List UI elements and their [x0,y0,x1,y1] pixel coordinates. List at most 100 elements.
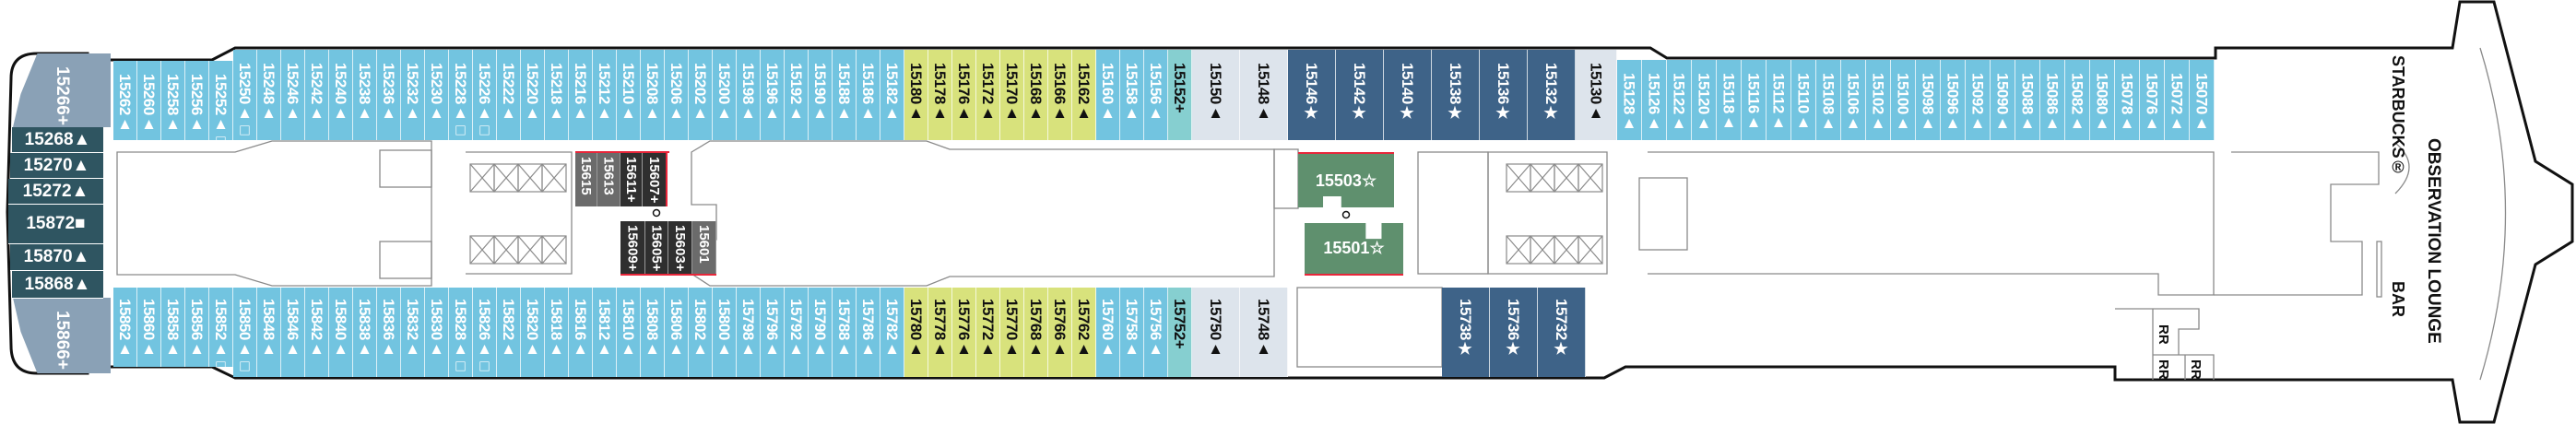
cabin-15208[interactable]: 15208▲ [641,50,665,140]
cabin-15190[interactable]: 15190▲ [809,50,833,140]
cabin-15170[interactable]: 15170▲ [1000,50,1024,140]
cabin-15856[interactable]: 15856▲ [185,288,209,367]
cabin-15790[interactable]: 15790▲ [809,288,833,377]
cabin-15607[interactable]: 15607+ [643,153,668,206]
cabin-15080[interactable]: 15080▲ [2090,60,2115,140]
cabin-15828[interactable]: 15828▲□ [449,288,473,377]
cabin-15090[interactable]: 15090▲ [1991,60,2015,140]
cabin-15796[interactable]: 15796▲ [761,288,785,377]
cabin-15230[interactable]: 15230▲ [425,50,449,140]
cabin-15200[interactable]: 15200▲ [713,50,737,140]
cabin-15176[interactable]: 15176▲ [952,50,976,140]
cabin-15096[interactable]: 15096▲ [1941,60,1966,140]
cabin-15802[interactable]: 15802▲ [689,288,713,377]
cabin-15102[interactable]: 15102▲ [1866,60,1891,140]
cabin-15788[interactable]: 15788▲ [833,288,857,377]
cabin-15780[interactable]: 15780▲ [904,288,928,377]
cabin-15112[interactable]: 15112▲ [1767,60,1791,140]
cabin-15601[interactable]: 15601 [692,221,716,274]
cabin-15196[interactable]: 15196▲ [761,50,785,140]
cabin-15768[interactable]: 15768▲ [1024,288,1048,377]
cabin-15736[interactable]: 15736★ [1490,288,1538,377]
cabin-15248[interactable]: 15248▲ [257,50,281,140]
suite-15503[interactable]: 15503☆ [1298,152,1394,207]
cabin-15782[interactable]: 15782▲ [880,288,904,377]
cabin-15242[interactable]: 15242▲ [305,50,329,140]
cabin-15603[interactable]: 15603+ [668,221,692,274]
cabin-15122[interactable]: 15122▲ [1667,60,1692,140]
cabin-15106[interactable]: 15106▲ [1841,60,1866,140]
cabin-15152[interactable]: 15152+ [1168,50,1192,140]
cabin-15110[interactable]: 15110▲ [1791,60,1816,140]
cabin-15786[interactable]: 15786▲ [857,288,880,377]
cabin-15766[interactable]: 15766▲ [1048,288,1072,377]
cabin-15862[interactable]: 15862▲ [113,288,137,367]
observation-lounge-label[interactable]: OBSERVATION LOUNGE [2424,138,2443,344]
cabin-15748[interactable]: 15748▲ [1240,288,1288,377]
cabin-15258[interactable]: 15258▲ [161,61,185,140]
cabin-15848[interactable]: 15848▲ [257,288,281,377]
cabin-15132[interactable]: 15132★ [1528,50,1576,140]
cabin-15770[interactable]: 15770▲ [1000,288,1024,377]
cabin-15818[interactable]: 15818▲ [545,288,569,377]
cabin-15262[interactable]: 15262▲ [113,61,137,140]
cabin-15609[interactable]: 15609+ [620,221,645,274]
cabin-15172[interactable]: 15172▲ [976,50,1000,140]
restroom-label[interactable]: RR [2156,324,2171,345]
cabin-15088[interactable]: 15088▲ [2015,60,2040,140]
cabin-15750[interactable]: 15750▲ [1192,288,1240,377]
cabin-15160[interactable]: 15160▲ [1096,50,1120,140]
cabin-15232[interactable]: 15232▲ [401,50,425,140]
cabin-15816[interactable]: 15816▲ [569,288,593,377]
cabin-15850[interactable]: 15850▲□ [233,288,257,377]
cabin-15186[interactable]: 15186▲ [857,50,880,140]
cabin-15202[interactable]: 15202▲ [689,50,713,140]
restroom-label[interactable]: RR [2156,359,2171,380]
cabin-15842[interactable]: 15842▲ [305,288,329,377]
cabin-15130[interactable]: 15130▲ [1576,50,1617,140]
cabin-15118[interactable]: 15118▲ [1717,60,1742,140]
cabin-15216[interactable]: 15216▲ [569,50,593,140]
cabin-15806[interactable]: 15806▲ [665,288,689,377]
cabin-15116[interactable]: 15116▲ [1742,60,1767,140]
cabin-15252[interactable]: 15252▲□ [209,61,233,140]
cabin-15138[interactable]: 15138★ [1432,50,1480,140]
cabin-15236[interactable]: 15236▲ [377,50,401,140]
cabin-15605[interactable]: 15605+ [645,221,668,274]
cabin-15776[interactable]: 15776▲ [952,288,976,377]
cabin-15162[interactable]: 15162▲ [1072,50,1096,140]
cabin-15732[interactable]: 15732★ [1538,288,1586,377]
cabin-15220[interactable]: 15220▲ [521,50,545,140]
cabin-stern-row[interactable]: 15872■ [8,205,103,244]
cabin-15260[interactable]: 15260▲ [137,61,161,140]
cabin-15072[interactable]: 15072▲ [2165,60,2190,140]
cabin-15078[interactable]: 15078▲ [2115,60,2140,140]
cabin-15156[interactable]: 15156▲ [1144,50,1168,140]
cabin-15852[interactable]: 15852▲□ [209,288,233,367]
cabin-15148[interactable]: 15148▲ [1240,50,1288,140]
cabin-15108[interactable]: 15108▲ [1816,60,1841,140]
cabin-15798[interactable]: 15798▲ [737,288,761,377]
cabin-15800[interactable]: 15800▲ [713,288,737,377]
cabin-15100[interactable]: 15100▲ [1891,60,1916,140]
cabin-15070[interactable]: 15070▲ [2190,60,2215,140]
bar-label[interactable]: BAR [2389,281,2407,317]
cabin-15830[interactable]: 15830▲ [425,288,449,377]
cabin-15198[interactable]: 15198▲ [737,50,761,140]
cabin-15086[interactable]: 15086▲ [2040,60,2065,140]
cabin-15812[interactable]: 15812▲ [593,288,617,377]
cabin-stern-row[interactable]: 15272▲ [8,179,103,205]
cabin-15762[interactable]: 15762▲ [1072,288,1096,377]
cabin-15168[interactable]: 15168▲ [1024,50,1048,140]
cabin-15226[interactable]: 15226▲□ [473,50,497,140]
cabin-15832[interactable]: 15832▲ [401,288,425,377]
cabin-15158[interactable]: 15158▲ [1120,50,1144,140]
cabin-15178[interactable]: 15178▲ [928,50,952,140]
cabin-15210[interactable]: 15210▲ [617,50,641,140]
cabin-15142[interactable]: 15142★ [1336,50,1384,140]
cabin-15120[interactable]: 15120▲ [1692,60,1717,140]
cabin-15238[interactable]: 15238▲ [353,50,377,140]
cabin-15810[interactable]: 15810▲ [617,288,641,377]
cabin-15218[interactable]: 15218▲ [545,50,569,140]
cabin-stern-row[interactable]: 15268▲ [12,127,103,153]
